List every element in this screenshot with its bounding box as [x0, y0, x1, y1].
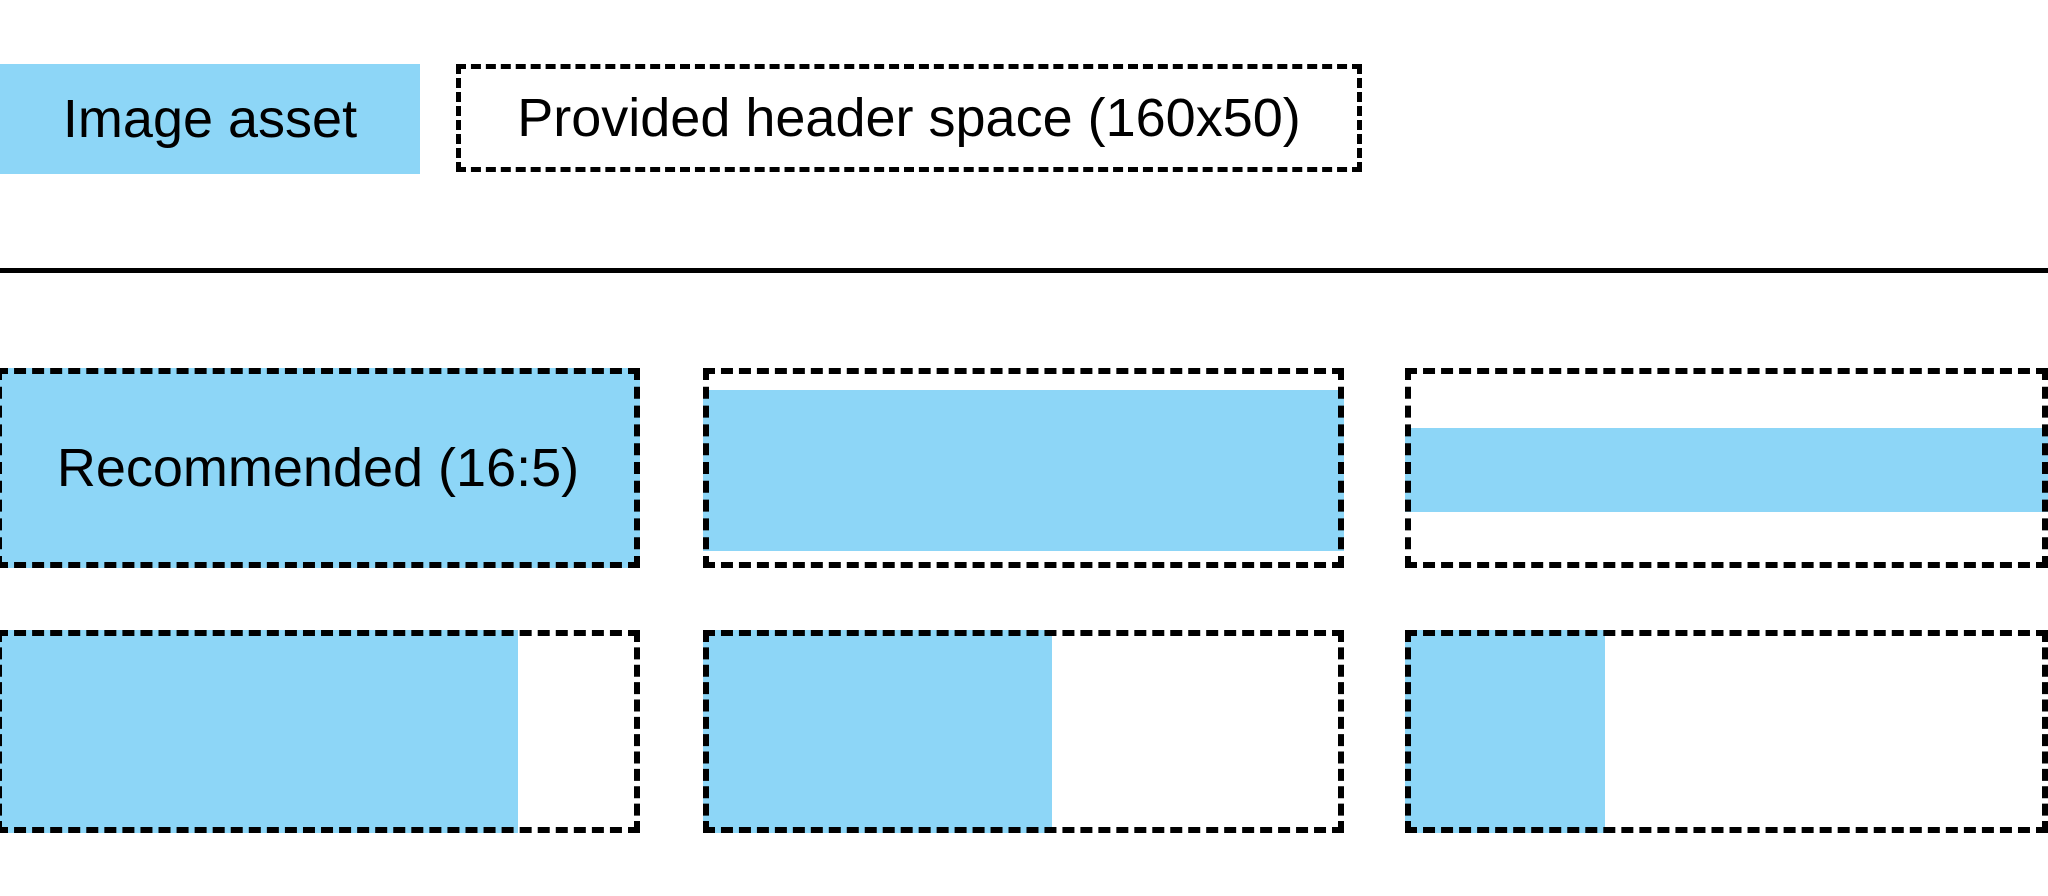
image-asset-fill [703, 630, 1053, 833]
image-asset-fill [0, 630, 518, 833]
demo-cell-pillarboxed-wide [0, 630, 640, 833]
demo-cell-pillarboxed-narrow [1405, 630, 2048, 833]
demo-cell-letterboxed [703, 368, 1344, 568]
image-asset-legend-label: Image asset [62, 89, 358, 149]
demo-cell-letterboxed-thin [1405, 368, 2048, 568]
image-asset-fill [1405, 428, 2048, 512]
image-asset-fill [703, 390, 1344, 551]
demo-cell-recommended: Recommended (16:5) [0, 368, 640, 568]
image-asset-legend-swatch: Image asset [0, 64, 420, 174]
image-asset-fill [0, 368, 640, 568]
section-divider [0, 268, 2048, 273]
provided-header-space-label: Provided header space (160x50) [517, 88, 1301, 148]
demo-cell-pillarboxed-medium [703, 630, 1344, 833]
provided-header-space-box: Provided header space (160x50) [456, 64, 1362, 172]
recommended-label: Recommended (16:5) [56, 438, 580, 498]
image-asset-fill [1405, 630, 1605, 833]
